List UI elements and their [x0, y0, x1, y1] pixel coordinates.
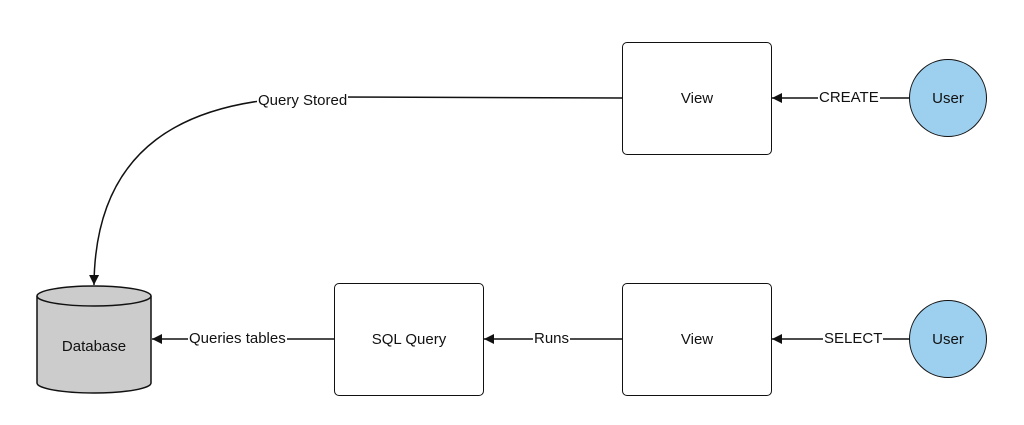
database-cylinder	[36, 285, 152, 394]
edge-label-create: CREATE	[818, 89, 880, 107]
view-node-bottom: View	[622, 283, 772, 396]
view-node-top: View	[622, 42, 772, 155]
edge-query-stored	[89, 96, 623, 286]
edge-label-queries-tables: Queries tables	[188, 330, 287, 348]
edge-label-query-stored: Query Stored	[257, 92, 349, 110]
edge-label-select: SELECT	[823, 330, 884, 348]
database-label: Database	[61, 338, 127, 355]
user-node-bottom: User	[909, 300, 987, 378]
sql-query-node: SQL Query	[334, 283, 484, 396]
user-node-top: User	[909, 59, 987, 137]
edge-label-runs: Runs	[533, 330, 571, 348]
